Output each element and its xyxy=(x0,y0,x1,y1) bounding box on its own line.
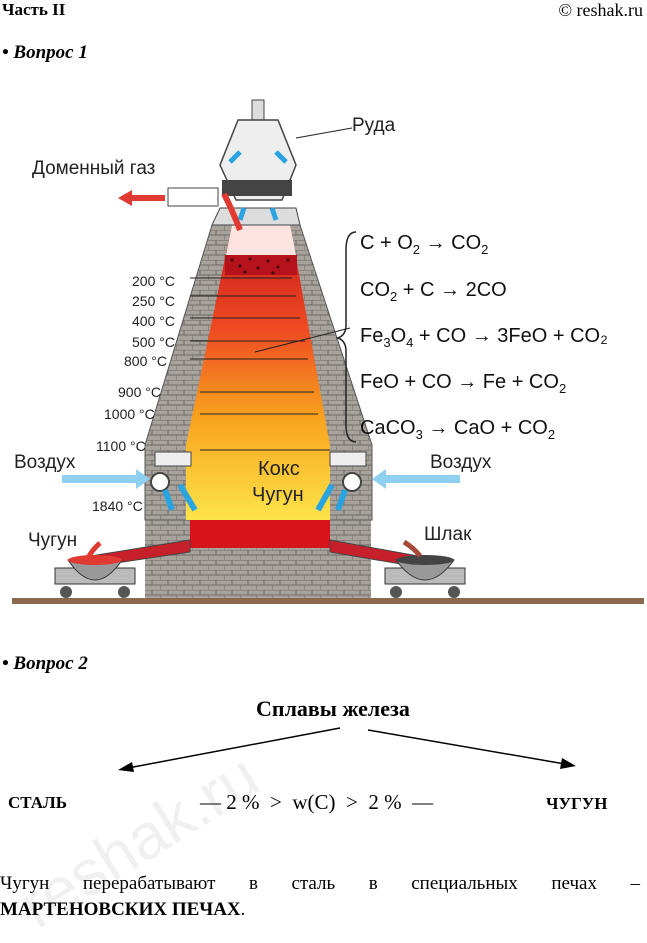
blast-gas-label: Доменный газ xyxy=(32,158,156,179)
reaction-4: FeO + CO → Fe + CO2 xyxy=(360,371,567,396)
air-left-label: Воздух xyxy=(14,452,76,473)
reaction-5: CaCO3 → CaO + CO2 xyxy=(360,417,556,442)
temp-400: 400 °C xyxy=(132,313,175,329)
gas-rise-arrow xyxy=(221,192,243,232)
slag-pour-arrow xyxy=(402,539,422,558)
temp-250: 250 °C xyxy=(132,293,175,309)
ground-line xyxy=(12,598,644,604)
charge-layer xyxy=(225,255,297,275)
temp-200: 200 °C xyxy=(132,273,175,289)
arrow-to-steel xyxy=(127,727,341,769)
answer-paragraph: Чугун перерабатывают в сталь в специальн… xyxy=(0,871,640,923)
reactions-brace xyxy=(335,231,357,443)
answer-line-1: Чугун перерабатывают в сталь в специальн… xyxy=(0,873,640,894)
charge-flow-arrows xyxy=(228,150,288,221)
open-hearth-term: МАРТЕНОВСКИХ ПЕЧАХ xyxy=(0,899,241,920)
temp-500: 500 °C xyxy=(132,334,175,350)
reaction-1: C + O2 → CO2 xyxy=(360,232,489,257)
ore-pointer xyxy=(295,127,353,139)
hearth-iron xyxy=(190,520,330,548)
air-right-label: Воздух xyxy=(430,452,492,473)
reaction-2: CO2 + C → 2CO xyxy=(360,279,507,304)
ore-label: Руда xyxy=(352,115,396,136)
question-2-label: • Вопрос 2 xyxy=(2,653,88,674)
cast-iron-label: ЧУГУН xyxy=(546,794,608,813)
alloy-arrows xyxy=(118,727,576,772)
air-tuyeres xyxy=(150,451,367,512)
temp-900: 900 °C xyxy=(118,384,161,400)
furnace-chamber xyxy=(186,225,330,520)
answer-line-2: МАРТЕНОВСКИХ ПЕЧАХ. xyxy=(0,899,246,920)
temp-1000: 1000 °C xyxy=(104,406,155,422)
alloys-title: Сплавы железа xyxy=(256,696,410,721)
slag-label: Шлак xyxy=(424,524,472,545)
iron-inner-label: Чугун xyxy=(252,484,304,506)
carbon-content-relation: — 2 % > w(C) > 2 % — xyxy=(200,790,434,814)
coke-label: Кокс xyxy=(258,458,300,480)
blast-furnace-diagram xyxy=(12,99,644,604)
upper-zone xyxy=(226,225,296,255)
steel-label: СТАЛЬ xyxy=(8,793,67,812)
question-1-label: • Вопрос 1 xyxy=(2,42,88,63)
temp-800: 800 °C xyxy=(124,353,167,369)
site-credit: © reshak.ru xyxy=(558,0,643,20)
iron-pour-arrow xyxy=(85,541,102,560)
reaction-3: Fe3O4 + CO → 3FeO + CO₂ xyxy=(360,325,608,350)
arrow-to-iron xyxy=(367,729,566,765)
hopper-base xyxy=(211,207,301,226)
iron-output-label: Чугун xyxy=(28,530,78,551)
temp-1840: 1840 °C xyxy=(92,498,143,514)
reaction-pointer xyxy=(254,327,351,353)
page-part-label: Часть II xyxy=(2,0,66,19)
ore-in-hopper xyxy=(222,180,292,196)
temp-1100: 1100 °C xyxy=(96,438,146,454)
slag-ladle-car xyxy=(384,555,466,598)
temperature-ticks xyxy=(190,277,330,451)
charge-speckles xyxy=(230,257,290,275)
iron-ladle-car xyxy=(54,555,136,598)
gas-outlet-duct xyxy=(167,187,219,207)
